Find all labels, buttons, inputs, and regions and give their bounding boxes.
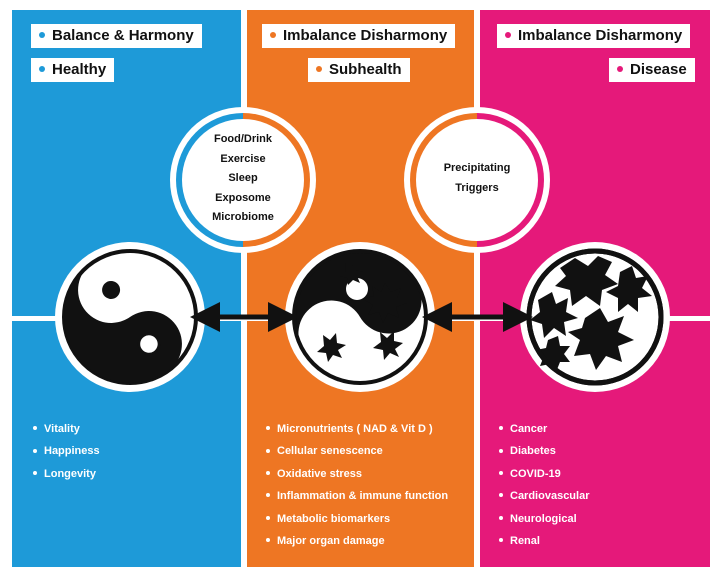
list-item: Diabetes	[497, 440, 589, 462]
bullet-dot-icon	[505, 32, 511, 39]
disease-list: Cancer Diabetes COVID-19 Cardiovascular …	[497, 418, 589, 552]
tag-balance-harmony: Balance & Harmony	[31, 24, 202, 48]
trigger-circle-inner	[416, 119, 538, 241]
list-item: Vitality	[31, 418, 100, 440]
precipitating-triggers-text: Precipitating Triggers	[427, 159, 527, 198]
tag-subhealth: Subhealth	[308, 58, 410, 82]
trigger-label-line: Precipitating	[443, 162, 511, 174]
lifestyle-circle-inner	[182, 119, 304, 241]
tag-label: Disease	[630, 61, 687, 78]
bullet-dot-icon	[617, 66, 623, 73]
list-item: Happiness	[31, 440, 100, 462]
tag-label: Healthy	[52, 61, 107, 78]
healthy-outcomes-list: Vitality Happiness Longevity	[31, 418, 100, 485]
list-item: Neurological	[497, 508, 589, 530]
bullet-dot-icon	[316, 66, 322, 73]
balanced-yin-yang-icon	[55, 242, 205, 392]
tag-label: Imbalance Disharmony	[518, 27, 683, 44]
bullet-dot-icon	[39, 32, 45, 39]
subhealth-factors-list: Micronutrients ( NAD & Vit D ) Cellular …	[264, 418, 448, 552]
lifestyle-factor: Exposome	[215, 191, 271, 204]
list-item: Micronutrients ( NAD & Vit D )	[264, 418, 448, 440]
bullet-dot-icon	[270, 32, 276, 39]
chaotic-yin-yang-icon	[520, 242, 670, 392]
list-item: Cancer	[497, 418, 589, 440]
tag-healthy: Healthy	[31, 58, 115, 82]
tag-imbalance-subhealth: Imbalance Disharmony	[262, 24, 456, 48]
list-item: COVID-19	[497, 463, 589, 485]
list-item: Cardiovascular	[497, 485, 589, 507]
list-item: Longevity	[31, 463, 100, 485]
list-item: Oxidative stress	[264, 463, 448, 485]
list-item: Cellular senescence	[264, 440, 448, 462]
list-item: Renal	[497, 530, 589, 552]
tag-imbalance-disease: Imbalance Disharmony	[497, 24, 691, 48]
tag-label: Balance & Harmony	[52, 27, 194, 44]
tag-label: Subhealth	[329, 61, 402, 78]
trigger-label-line: Triggers	[455, 181, 499, 194]
tag-disease: Disease	[609, 58, 695, 82]
disturbed-yin-yang-icon	[285, 242, 435, 392]
lifestyle-factor: Food/Drink	[213, 133, 273, 145]
lifestyle-factor: Microbiome	[212, 211, 274, 223]
bullet-dot-icon	[39, 66, 45, 73]
lifestyle-factor: Exercise	[220, 152, 266, 165]
lifestyle-factors-text: Food/Drink Exercise Sleep Exposome Micro…	[193, 130, 293, 228]
tag-label: Imbalance Disharmony	[283, 27, 448, 44]
lifestyle-factor: Sleep	[228, 172, 258, 184]
list-item: Major organ damage	[264, 530, 448, 552]
list-item: Metabolic biomarkers	[264, 508, 448, 530]
list-item: Inflammation & immune function	[264, 485, 448, 507]
